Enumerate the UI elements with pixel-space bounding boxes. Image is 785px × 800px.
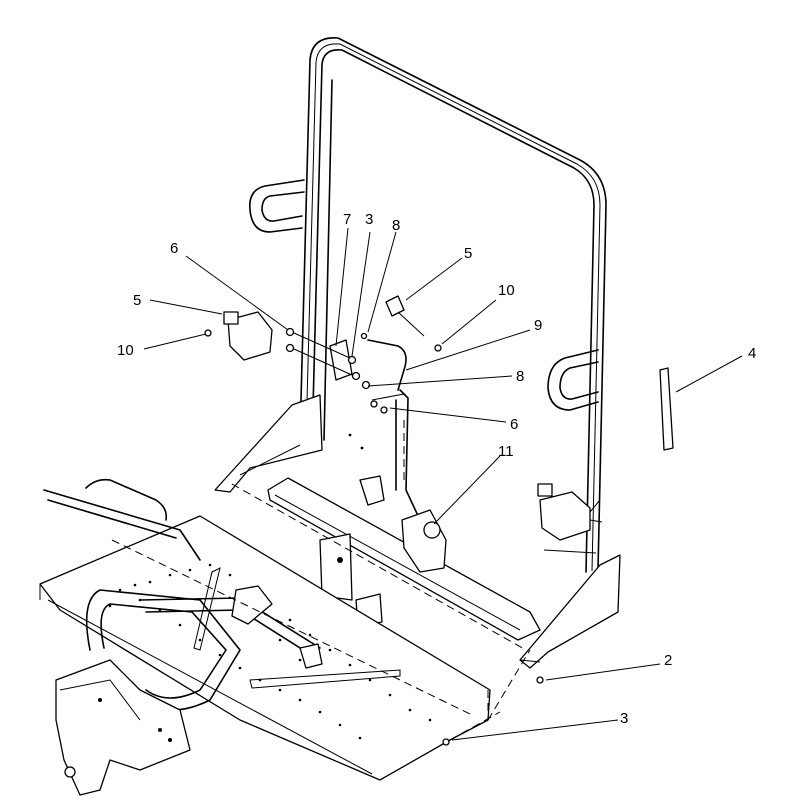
callout-9: 9 xyxy=(534,317,542,334)
callouts: 6 5 10 7 3 8 5 10 9 8 6 4 11 2 3 xyxy=(117,211,756,727)
bracket xyxy=(285,327,371,390)
right-switch-assembly xyxy=(537,483,603,541)
roll-bar xyxy=(299,37,607,573)
callout-10: 10 xyxy=(498,282,515,299)
seat-frame xyxy=(43,478,323,711)
callout-5: 5 xyxy=(464,245,472,262)
fasteners xyxy=(370,393,405,414)
leader-lines xyxy=(143,227,743,741)
decal xyxy=(659,367,674,451)
cross-member xyxy=(267,477,541,641)
left-handhold xyxy=(248,179,305,233)
hidden-lines xyxy=(111,420,531,741)
callout-3: 3 xyxy=(620,710,628,727)
callout-6: 6 xyxy=(510,416,518,433)
callout-8: 8 xyxy=(392,217,400,234)
switch-top xyxy=(360,295,442,352)
callout-2: 2 xyxy=(664,652,672,669)
left-mount-plate xyxy=(214,394,364,493)
front-hitch xyxy=(55,659,191,796)
lower-hardware xyxy=(442,676,544,746)
callout-6: 6 xyxy=(170,240,178,257)
wire-harness xyxy=(359,339,421,521)
callout-10: 10 xyxy=(117,342,134,359)
right-mount-plate xyxy=(519,549,621,669)
callout-4: 4 xyxy=(748,345,756,362)
callout-5: 5 xyxy=(133,292,141,309)
callout-3: 3 xyxy=(365,211,373,228)
right-handhold xyxy=(547,349,599,411)
callout-7: 7 xyxy=(343,211,351,228)
callout-8: 8 xyxy=(516,368,524,385)
callout-11: 11 xyxy=(498,443,514,460)
left-switch-assembly xyxy=(204,311,273,361)
